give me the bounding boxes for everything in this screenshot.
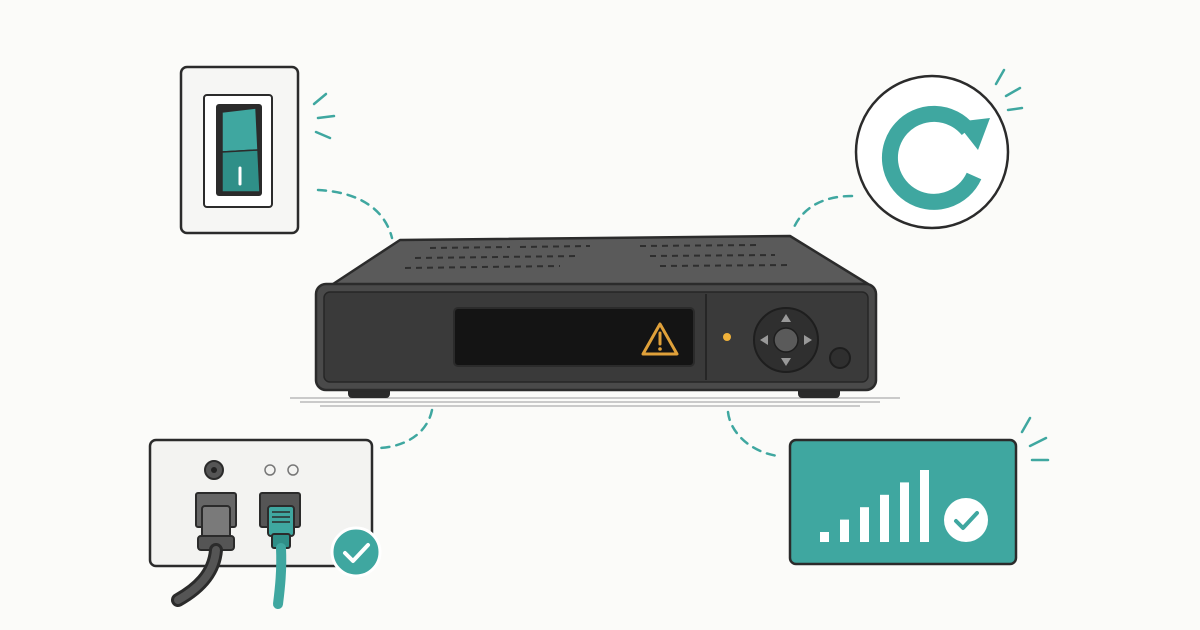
power-button[interactable] (829, 347, 851, 369)
set-top-box (290, 234, 900, 407)
dpad-icon[interactable] (753, 307, 819, 373)
signal-bar (920, 470, 929, 542)
floor-shadow (290, 397, 900, 407)
connector-lines (316, 188, 854, 458)
signal-status-card (788, 416, 1050, 566)
power-switch-plate (179, 65, 336, 235)
signal-sparkle (1020, 416, 1050, 462)
switch-sparkle (312, 92, 336, 140)
restart-badge (854, 68, 1024, 230)
signal-bar (880, 494, 889, 542)
signal-bar (900, 482, 909, 542)
check-circle-icon (944, 498, 988, 542)
connector-signal (726, 410, 780, 458)
signal-bar (840, 519, 849, 542)
box-vents (404, 244, 791, 269)
signal-bar (860, 507, 869, 542)
check-circle-icon (330, 526, 382, 578)
cable-ports-panel (148, 438, 382, 609)
signal-bar (820, 532, 829, 542)
cable-ports-icon (171, 460, 301, 609)
front-display (453, 307, 695, 367)
restart-arrow-icon (881, 105, 990, 210)
signal-bars-icon (820, 470, 929, 542)
status-led-icon (723, 333, 731, 341)
connector-ports (378, 408, 434, 450)
power-switch-icon (216, 104, 262, 196)
warning-triangle-icon (641, 322, 679, 356)
connector-restart (790, 194, 854, 234)
restart-sparkle (994, 68, 1024, 112)
connector-switch (316, 188, 394, 240)
box-top (328, 234, 870, 288)
